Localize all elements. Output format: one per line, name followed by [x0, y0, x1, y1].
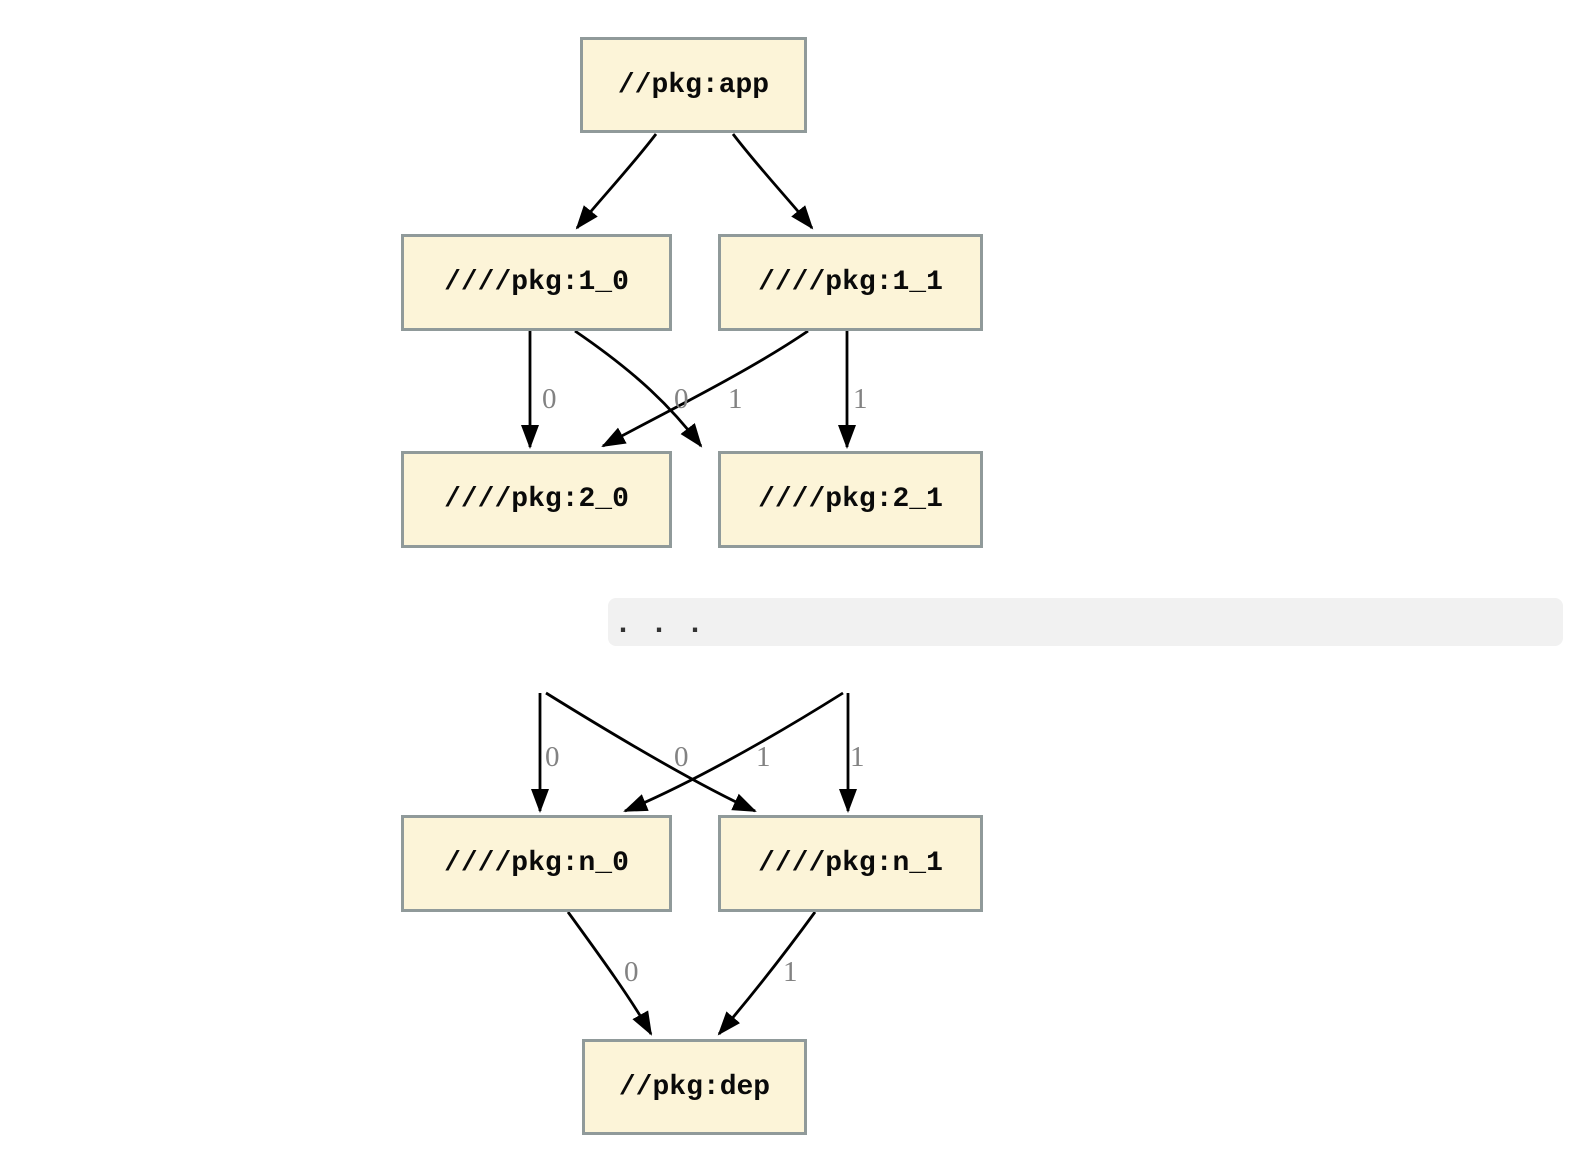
- edge-label-dots-n_1-b: 1: [850, 741, 865, 773]
- edge-label-dots-n_0-b: 0: [674, 741, 689, 773]
- edge-n_1-to-dep: [717, 911, 817, 1036]
- node-pkg-2_1: ////pkg:2_1: [718, 451, 983, 548]
- edge-n_0-to-dep: [566, 911, 653, 1036]
- node-pkg-2_0: ////pkg:2_0: [401, 451, 672, 548]
- node-pkg-1_0: ////pkg:1_0: [401, 234, 672, 331]
- node-label: ////pkg:2_0: [444, 484, 629, 515]
- node-label: ////pkg:2_1: [758, 484, 943, 515]
- edge-1_0-to-2_1: [574, 329, 703, 448]
- edge-label-1_1-2_0: 0: [674, 383, 689, 415]
- node-label: ////pkg:n_0: [444, 848, 629, 879]
- hidden-layers-ellipsis: . . .: [614, 608, 705, 642]
- node-pkg-1_1: ////pkg:1_1: [718, 234, 983, 331]
- edge-label-n_1-dep: 1: [783, 956, 798, 988]
- node-label: ////pkg:1_1: [758, 267, 943, 298]
- edge-label-n_0-dep: 0: [624, 956, 639, 988]
- edge-app-to-1_0: [575, 133, 658, 230]
- node-label: //pkg:dep: [618, 1071, 771, 1103]
- node-label: ////pkg:1_0: [444, 267, 629, 298]
- node-label: ////pkg:n_1: [758, 848, 943, 879]
- edge-app-to-1_1: [731, 133, 814, 230]
- edge-label-1_1-2_1: 1: [853, 383, 868, 415]
- hidden-layers-separator: [608, 598, 1563, 646]
- node-pkg-n_1: ////pkg:n_1: [718, 815, 983, 912]
- node-pkg-dep: //pkg:dep: [582, 1039, 807, 1135]
- edge-label-1_0-2_0: 0: [542, 383, 557, 415]
- edge-label-dots-n_1-a: 1: [756, 741, 771, 773]
- edge-label-1_0-2_1: 1: [728, 383, 743, 415]
- node-pkg-n_0: ////pkg:n_0: [401, 815, 672, 912]
- edge-label-dots-n_0-a: 0: [545, 741, 560, 773]
- edge-dots-to-n_0-cross: [623, 691, 844, 813]
- edge-1_1-to-2_0: [601, 329, 809, 448]
- edge-dots-to-n_1-cross: [545, 691, 757, 813]
- node-pkg-app: //pkg:app: [580, 37, 807, 133]
- node-label: //pkg:app: [617, 69, 770, 101]
